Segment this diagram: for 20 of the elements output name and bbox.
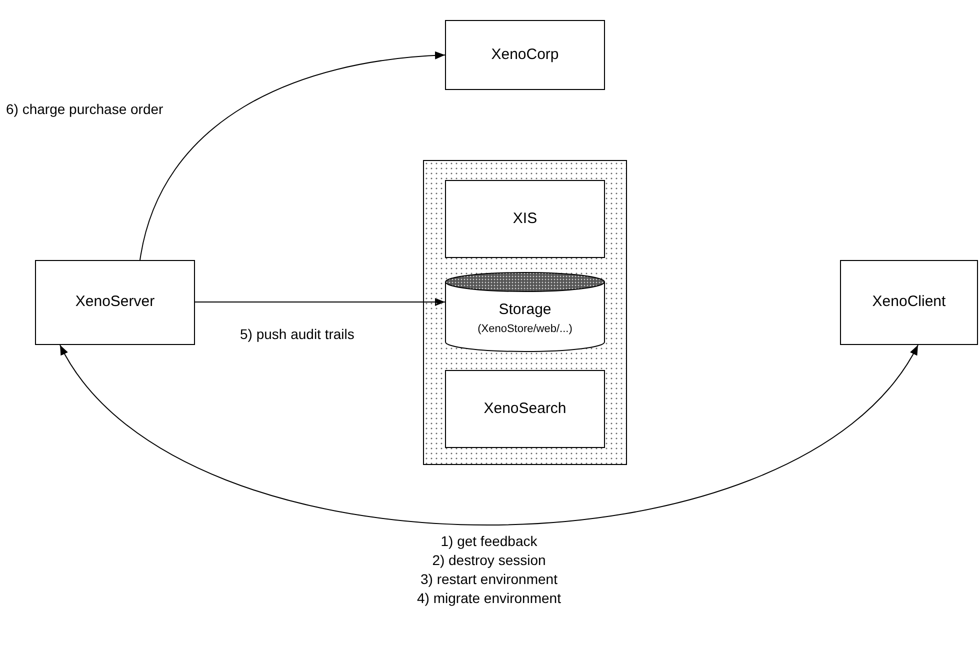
process-box [840,260,978,345]
arrow [140,52,446,260]
edge-label: 6) charge purchase order [6,100,164,119]
process-box [35,260,195,345]
process-box [445,180,605,258]
arrow [60,344,918,526]
node-title: XenoSearch [484,398,566,419]
arrow [194,298,446,306]
container-panel [423,160,627,465]
storage-cylinder [445,272,605,352]
node-title: Storage [498,300,552,320]
edge-label: 1) get feedback 2) destroy session 3) restart environment 4) migrate environment [416,532,562,608]
process-box [445,20,605,90]
process-box [445,370,605,448]
node-title: XenoServer [75,292,155,312]
node-title: XenoCorp [491,44,559,65]
edge-label: 5) push audit trails [240,325,354,344]
node-title: XenoClient [872,292,946,312]
node-title: XIS [512,208,538,229]
node-subtitle: (XenoStore/web/...) [478,322,572,337]
